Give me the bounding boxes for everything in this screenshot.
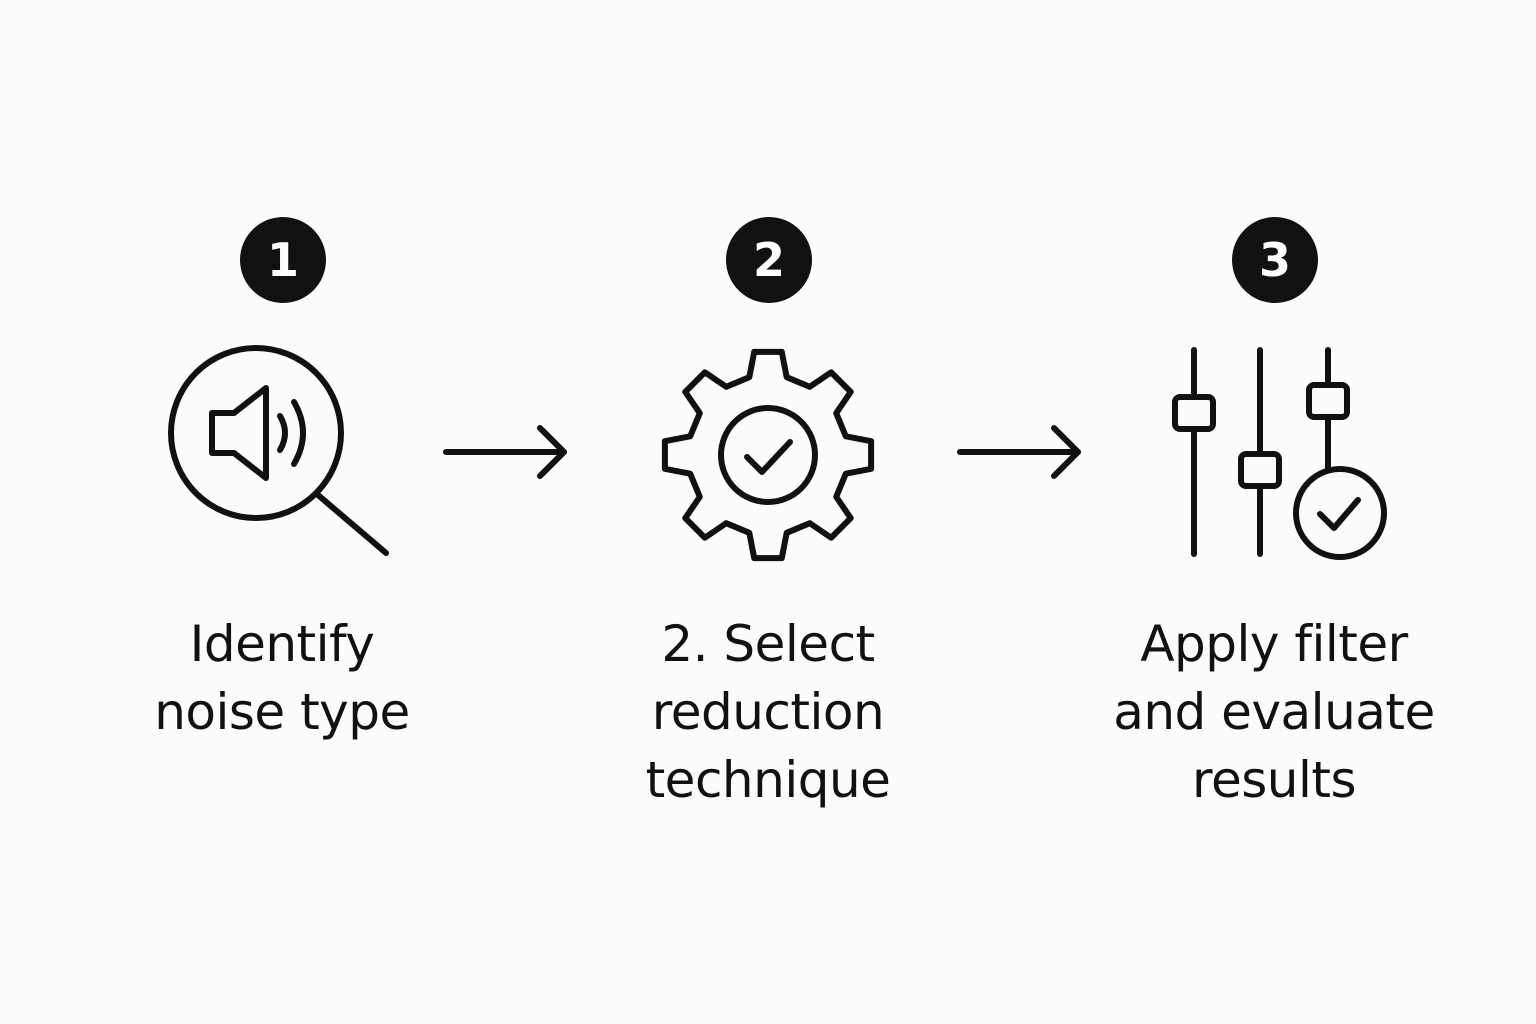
step-label-line: Apply filter <box>1140 615 1408 673</box>
step-label-line: Identify <box>189 615 375 673</box>
step-apply: 3 Apply filter and evaluate results <box>1074 0 1474 1024</box>
step-label-line: technique <box>645 751 891 809</box>
step-label-line: results <box>1191 751 1357 809</box>
step-label-line: 2. Select <box>661 615 875 673</box>
step-label-line: and evaluate <box>1113 683 1435 741</box>
step-number-badge: 1 <box>240 217 326 303</box>
step-identify: 1 Identify noise type <box>82 0 482 1024</box>
gear-check-icon <box>648 340 888 570</box>
step-select: 2 2. Select reduction technique <box>568 0 968 1024</box>
step-label: 2. Select reduction technique <box>568 610 968 814</box>
step-label-line: noise type <box>154 683 410 741</box>
arrow-right-icon <box>442 422 572 482</box>
arrow-right-icon <box>956 422 1086 482</box>
step-label-line: reduction <box>651 683 885 741</box>
step-number-badge: 2 <box>726 217 812 303</box>
step-label: Identify noise type <box>82 610 482 746</box>
gear-outline <box>661 348 875 562</box>
step-number-badge: 3 <box>1232 217 1318 303</box>
step-label: Apply filter and evaluate results <box>1074 610 1474 814</box>
speaker-search-icon <box>162 340 402 570</box>
sliders-check-icon <box>1154 340 1394 570</box>
